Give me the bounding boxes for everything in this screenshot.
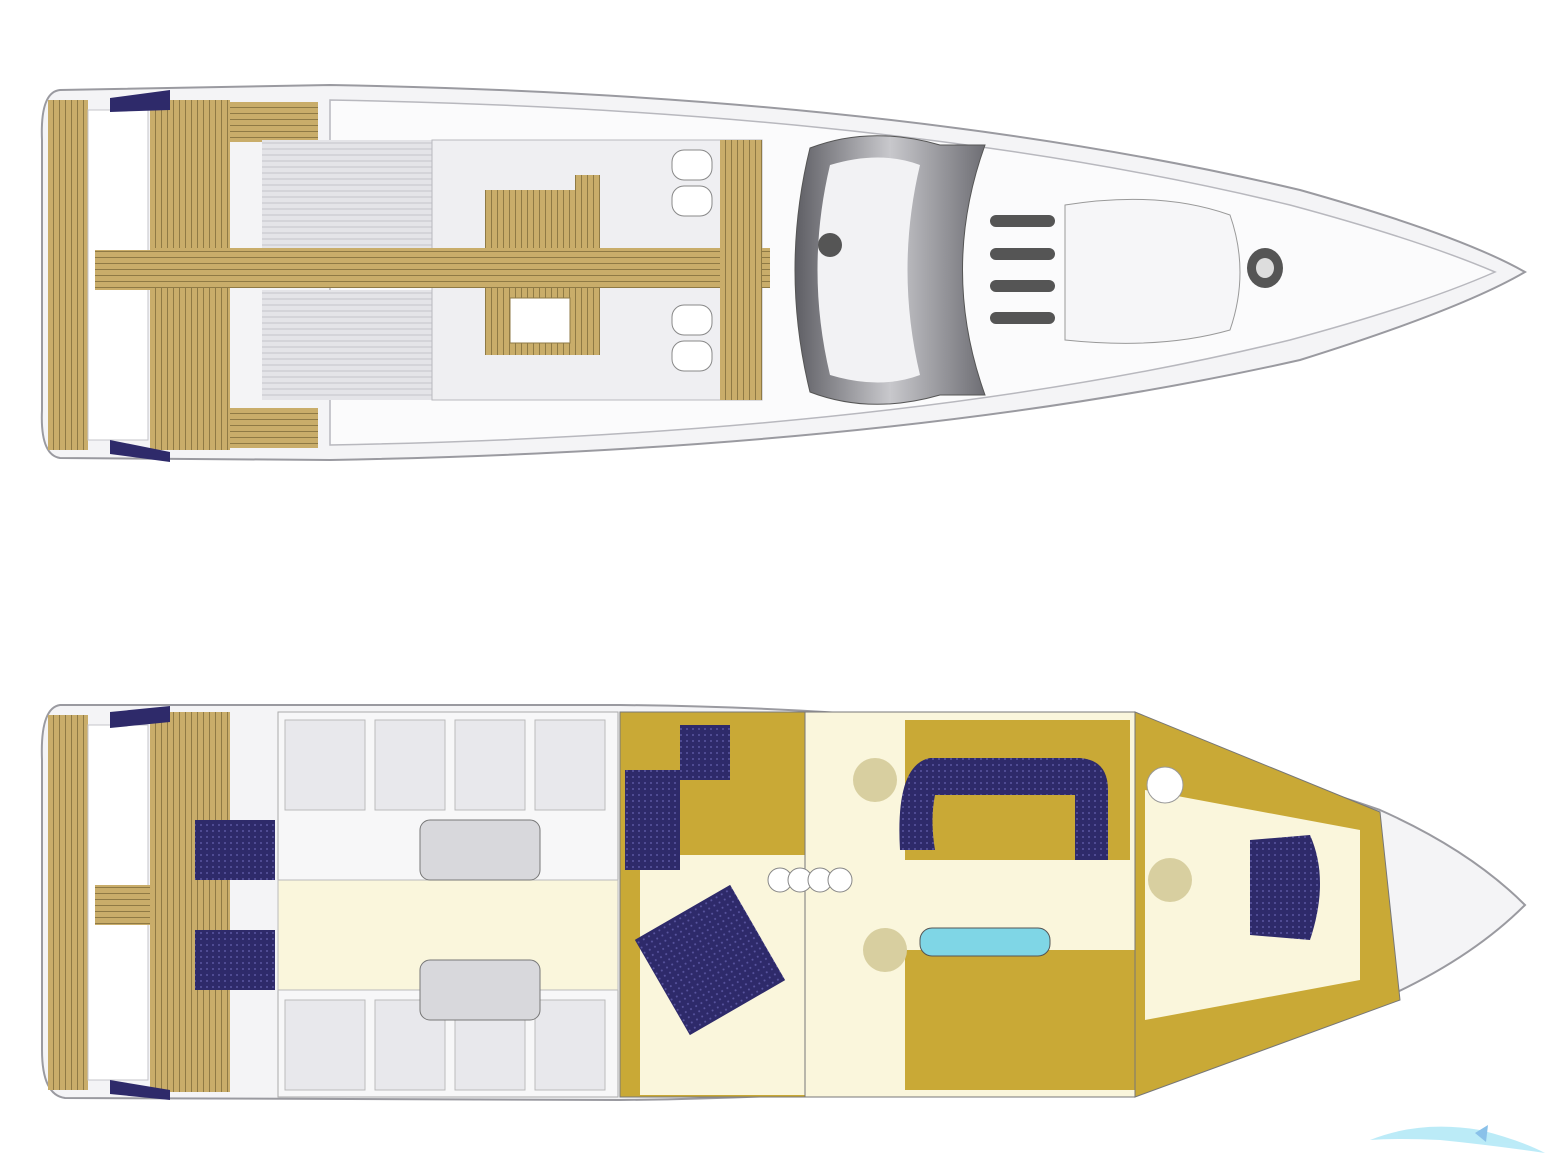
upper-deck-plan (40, 83, 1528, 462)
helm-wheel-icon (818, 233, 842, 257)
stern-platform (48, 715, 88, 1090)
double-berth (634, 884, 786, 1036)
foredeck-hatch (1064, 198, 1241, 344)
lower-deck-plan (40, 704, 1527, 1102)
engines (419, 819, 541, 1021)
stools (767, 867, 853, 893)
sunpad-starboard (262, 290, 432, 400)
cabin-cushion (625, 770, 680, 870)
stern-platform (48, 100, 88, 450)
walkway-teak (150, 248, 770, 288)
galley-counter (919, 927, 1051, 957)
sunpad-port (262, 140, 432, 250)
deck-vents (990, 215, 1055, 324)
aft-deck-teak (150, 712, 230, 1092)
helm-seats (671, 149, 713, 372)
watermark-logo (1370, 1125, 1545, 1153)
vip-berth (1250, 835, 1320, 940)
cockpit-seat-cushion (195, 820, 275, 880)
salon-sofa (899, 758, 1108, 860)
